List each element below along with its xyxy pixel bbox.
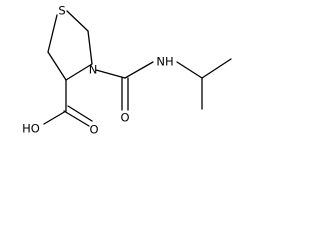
- bond-c5-s: [47, 14, 58, 53]
- bond-s-c2: [66, 10, 89, 32]
- ring-nitrogen-label: N: [89, 63, 98, 77]
- bond-c2-n: [87, 30, 93, 65]
- hydroxyl-label: HO: [22, 122, 40, 136]
- bond-ch-ch3-up: [201, 58, 232, 79]
- bond-carbonyl-nh: [124, 61, 154, 79]
- bond-acid-carbon-o-b: [67, 105, 93, 122]
- bond-n-carbonyl: [95, 69, 126, 79]
- acid-carbonyl-oxygen-label: O: [89, 123, 98, 137]
- bond-nh-ch: [176, 61, 203, 79]
- bonds: [43, 10, 232, 127]
- amide-nh-label: NH: [156, 55, 173, 69]
- molecule-structure: S N NH O HO O: [22, 4, 232, 137]
- atom-labels: S N NH O HO O: [22, 4, 173, 137]
- bond-c4-c5: [47, 51, 67, 81]
- sulfur-atom-label: S: [58, 4, 65, 18]
- bond-acid-carbon-o-a: [63, 110, 90, 127]
- bond-n-c4: [65, 63, 93, 81]
- bond-acid-carbon-oh: [43, 110, 67, 125]
- carbonyl-oxygen-label: O: [120, 111, 129, 125]
